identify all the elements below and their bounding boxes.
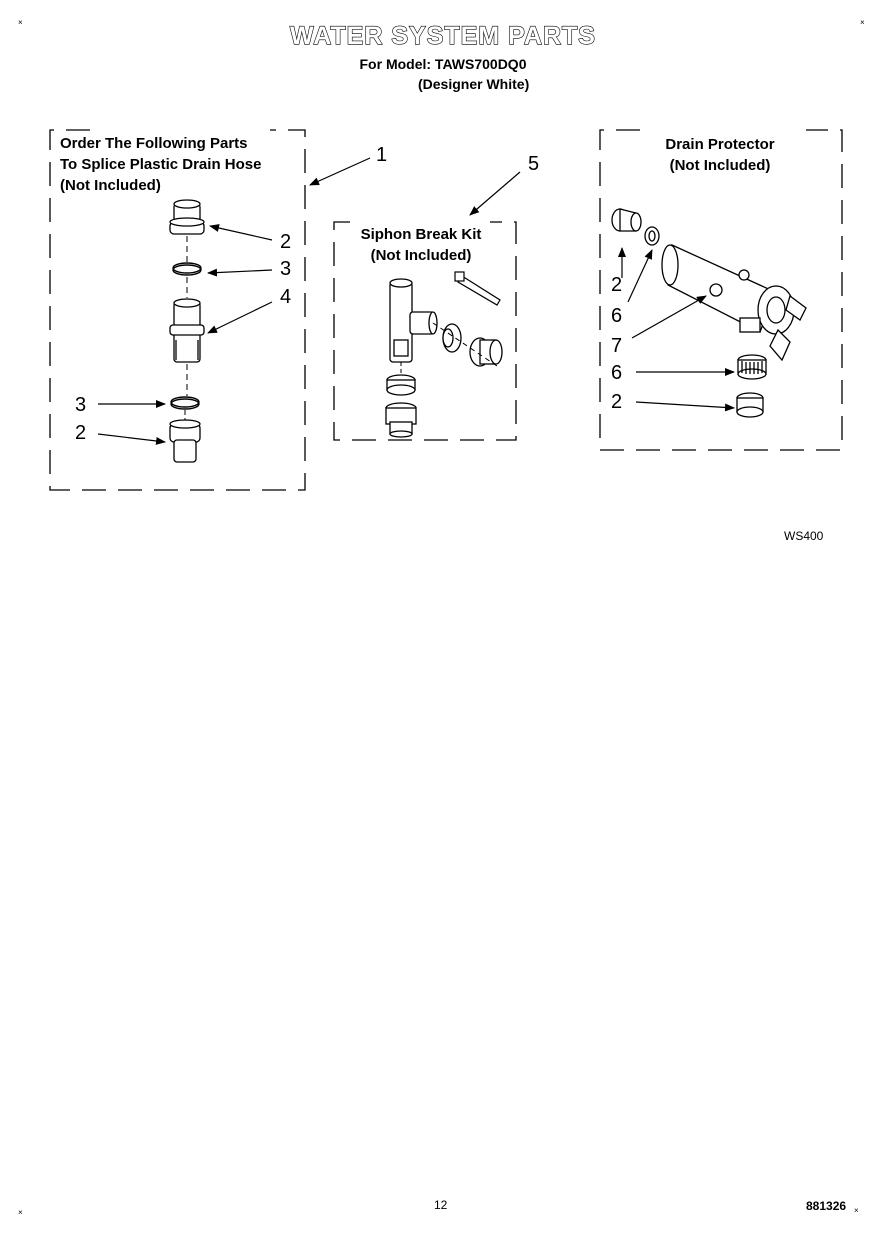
left-top-clamp bbox=[172, 262, 202, 276]
callout-2-right-bottom-leader bbox=[635, 401, 735, 412]
drain-protector-clamp-top bbox=[644, 226, 660, 246]
callout-2-right-top: 2 bbox=[611, 274, 623, 296]
middle-box-label: Siphon Break Kit (Not Included) bbox=[340, 224, 502, 266]
drain-protector-coupling-bottom bbox=[736, 392, 764, 418]
right-parts-box bbox=[599, 129, 843, 451]
right-box-label-line1: Drain Protector bbox=[665, 136, 775, 153]
callout-2-left-bottom: 2 bbox=[75, 422, 87, 444]
left-box-label-line2: To Splice Plastic Drain Hose bbox=[60, 156, 262, 173]
callout-7-leader bbox=[631, 295, 707, 339]
right-box-label-line2: (Not Included) bbox=[669, 157, 771, 174]
corner-mark-bottom-right: × bbox=[854, 1206, 859, 1215]
callout-3-left-top: 3 bbox=[280, 258, 292, 280]
callout-1-leader bbox=[309, 157, 371, 186]
corner-mark-top-left: × bbox=[18, 18, 23, 27]
callout-4-leader bbox=[207, 301, 273, 334]
callout-2-bottom-leader bbox=[97, 433, 166, 445]
drain-protector-coupling-top bbox=[611, 208, 642, 232]
siphon-side-clamp bbox=[442, 323, 462, 353]
callout-3-left-bottom: 3 bbox=[75, 394, 87, 416]
middle-box-label-line2: (Not Included) bbox=[370, 247, 472, 264]
left-bottom-clamp bbox=[170, 396, 200, 410]
callout-5-leader bbox=[469, 171, 521, 216]
drain-protector-clamp-bottom bbox=[737, 354, 767, 380]
siphon-bottom-coupling bbox=[385, 402, 417, 438]
corner-mark-top-right: × bbox=[860, 18, 865, 27]
model-variant: (Designer White) bbox=[418, 76, 530, 92]
left-box-label-line3: (Not Included) bbox=[60, 177, 161, 194]
left-top-coupling bbox=[169, 199, 205, 235]
page-title: WATER SYSTEM PARTS bbox=[289, 21, 596, 50]
figure-code: WS400 bbox=[784, 529, 824, 543]
left-parts-box bbox=[49, 129, 306, 491]
left-box-label-line1: Order The Following Parts bbox=[60, 135, 248, 152]
page-number: 12 bbox=[434, 1198, 448, 1212]
corner-mark-bottom-left: × bbox=[18, 1208, 23, 1217]
left-bottom-coupling bbox=[169, 419, 201, 463]
left-box-label: Order The Following Parts To Splice Plas… bbox=[60, 133, 261, 196]
model-line: For Model: TAWS700DQ0 bbox=[359, 56, 527, 72]
callout-4: 4 bbox=[280, 286, 292, 308]
callout-6-right-top: 6 bbox=[611, 305, 623, 327]
siphon-break-tee bbox=[389, 278, 438, 363]
callout-6-right-bottom: 6 bbox=[611, 362, 623, 384]
right-box-label: Drain Protector (Not Included) bbox=[640, 134, 800, 176]
drain-protector-body bbox=[661, 244, 807, 362]
callout-2-left-top: 2 bbox=[280, 231, 292, 253]
callout-5: 5 bbox=[528, 153, 540, 175]
cable-tie bbox=[454, 271, 501, 306]
callout-2-right-bottom: 2 bbox=[611, 391, 623, 413]
middle-box-label-line1: Siphon Break Kit bbox=[360, 226, 482, 243]
document-number: 881326 bbox=[806, 1199, 847, 1213]
middle-parts-box bbox=[333, 221, 517, 441]
callout-7: 7 bbox=[611, 335, 623, 357]
callout-6-right-top-leader bbox=[627, 249, 653, 303]
siphon-bottom-clamp bbox=[386, 374, 416, 396]
callout-3-top-leader bbox=[207, 268, 273, 277]
siphon-side-adapter bbox=[469, 337, 503, 367]
callout-1: 1 bbox=[376, 144, 388, 166]
callout-2-top-leader bbox=[209, 224, 273, 241]
left-connector bbox=[169, 298, 205, 363]
